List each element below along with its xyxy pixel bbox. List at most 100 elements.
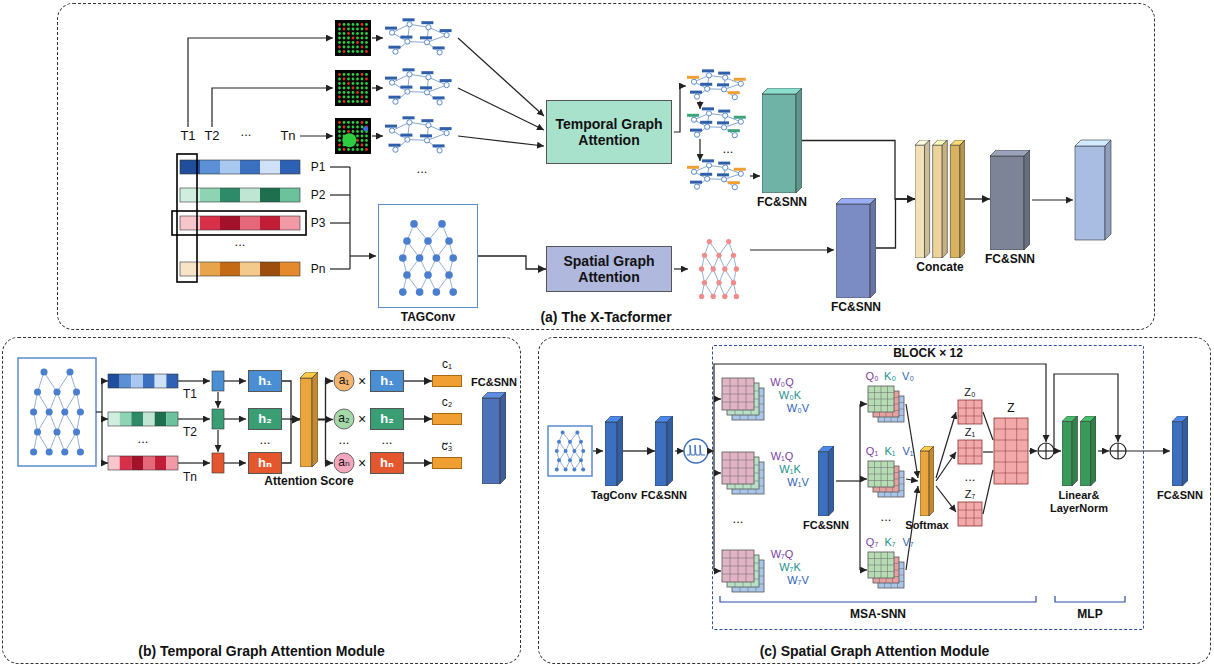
output-matrix — [958, 400, 982, 424]
text-label: Q₇ — [866, 537, 878, 548]
event-frame-image — [347, 96, 350, 99]
matrix-stack — [868, 399, 894, 400]
arrow-line — [714, 364, 1046, 442]
layer-shape — [796, 88, 802, 193]
feature-sequence — [180, 216, 300, 230]
arrow-line — [458, 88, 544, 130]
event-frame-image — [335, 70, 371, 106]
weight-circle: aₙ — [333, 452, 355, 474]
text-label: Q₀ — [865, 371, 878, 382]
text-label: ... — [382, 433, 393, 446]
graph-icon — [717, 83, 729, 86]
event-frame-image — [361, 32, 364, 35]
graph-icon — [424, 90, 429, 95]
arrow-line — [372, 135, 383, 136]
event-frame-image — [347, 50, 350, 53]
graph-illustration — [403, 237, 411, 245]
graph-illustration — [568, 458, 572, 462]
graph-illustration — [572, 468, 576, 472]
arrow-line — [936, 486, 956, 512]
event-frame-image — [361, 23, 364, 26]
event-frame-image — [361, 28, 364, 31]
event-frame-image — [343, 130, 346, 133]
graph-illustration — [579, 458, 583, 462]
graph-illustration — [53, 428, 60, 435]
graph-icon — [440, 29, 452, 32]
matrix-stack — [868, 480, 894, 481]
label-holder: a₁ — [339, 374, 350, 388]
arrow-line — [674, 86, 686, 132]
arrow-line — [1098, 450, 1109, 451]
graph-frame — [378, 204, 478, 308]
arrow-line — [750, 249, 834, 250]
event-frame-image — [356, 82, 359, 85]
graph-illustration — [716, 280, 721, 285]
graph-icon — [687, 166, 699, 169]
feature-sequence — [180, 188, 300, 202]
graph-icon — [389, 96, 401, 99]
event-frame-image — [352, 148, 355, 151]
weight-circle: a₁ — [333, 370, 355, 392]
matrix-stack — [722, 402, 754, 403]
event-frame-image — [342, 133, 356, 147]
graph-illustration — [555, 468, 559, 472]
time-step-token — [212, 409, 224, 429]
label-holder: FC&SNN — [831, 301, 881, 315]
graph-icon — [426, 25, 431, 30]
graph-icon — [385, 125, 397, 128]
event-frame-image — [352, 87, 355, 90]
layer-shape — [500, 392, 506, 484]
add-symbol — [1110, 443, 1126, 459]
spike-encoder — [684, 439, 708, 463]
arrow-line — [1054, 450, 1061, 451]
layer-shape — [1062, 421, 1072, 486]
output-matrix — [966, 502, 967, 526]
graph-icon — [723, 113, 728, 118]
arrow-line — [224, 418, 246, 419]
feature-sequence — [108, 374, 178, 388]
graph-icon — [424, 138, 429, 143]
spike-encoder — [684, 439, 708, 463]
event-frame-image — [365, 46, 368, 49]
text-label: K₇ — [884, 537, 895, 548]
event-frame-image — [361, 82, 364, 85]
wire-line — [349, 167, 350, 269]
graph-icon — [687, 76, 699, 79]
label-holder: Attention Score — [264, 475, 353, 489]
graph-illustration — [73, 428, 80, 435]
node-label: h₁ — [380, 373, 393, 388]
graph-illustration — [416, 254, 424, 262]
node-label: (c) Spatial Graph Attention Module — [757, 643, 993, 659]
event-frame-image — [365, 41, 368, 44]
matrix-stack — [868, 461, 894, 487]
arrow-line — [188, 38, 333, 127]
node-label: FC&SNN — [803, 519, 849, 531]
node-label: h₁ — [258, 373, 271, 388]
event-frame-image — [361, 37, 364, 40]
event-frame-image — [343, 148, 346, 151]
arrow-line — [458, 136, 544, 146]
text-label: T1 — [183, 388, 197, 400]
graph-illustration — [557, 458, 561, 462]
label-holder: FC&SNN — [641, 489, 687, 502]
graph-illustration — [702, 253, 707, 258]
label-holder: Temporal Graph Attention — [551, 116, 667, 148]
node-label: Temporal Graph Attention — [555, 116, 662, 148]
graph-illustration — [449, 254, 457, 262]
node-label: h₂ — [258, 411, 272, 426]
layer-shape — [920, 446, 934, 516]
graph-icon — [734, 78, 746, 81]
arrow-line — [699, 101, 700, 109]
matrix-stack — [887, 386, 888, 412]
graph-icon — [407, 120, 412, 125]
event-frame-image — [343, 23, 346, 26]
layer-shape — [762, 88, 802, 94]
event-frame-image — [347, 82, 350, 85]
matrix-stack — [868, 552, 904, 588]
event-frame-image — [356, 46, 359, 49]
node-label: c₁ — [442, 357, 452, 371]
graph-icon — [400, 134, 412, 137]
arrow-line — [593, 450, 603, 451]
graph-icon — [385, 68, 452, 105]
